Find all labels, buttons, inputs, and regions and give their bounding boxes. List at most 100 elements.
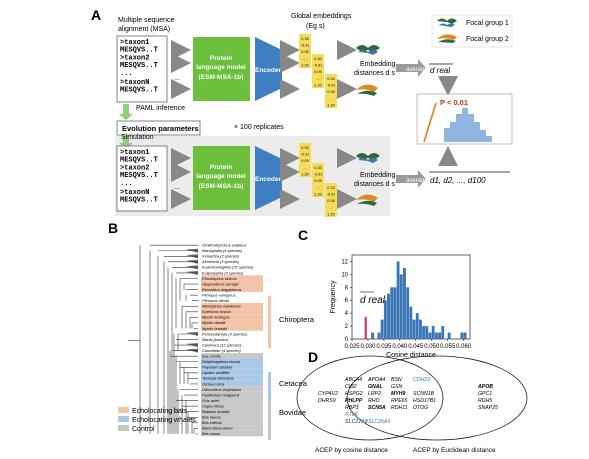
histogram-bar — [380, 319, 384, 339]
histogram-bar — [371, 332, 375, 339]
panel-a-label: A — [91, 7, 101, 23]
embedding-value: 1.20 — [327, 212, 334, 216]
gene-label: LRP2 — [368, 391, 381, 397]
taxon-label: Physeter catodon — [202, 365, 232, 370]
embedding-value: ... — [316, 77, 319, 81]
taxon-label: Pteropus alecto — [202, 298, 230, 303]
embedding-value: 0.09 — [314, 70, 321, 74]
taxon-label: Tursiops truncatus — [202, 376, 234, 381]
panel-b-label: B — [108, 220, 118, 236]
plm-box-bottom — [193, 146, 250, 210]
embedding-value: 0.33 — [314, 166, 321, 170]
embedding-vector — [325, 183, 337, 217]
x-tick-label: 0.040 — [392, 344, 408, 350]
embedding-value: 1.20 — [314, 83, 321, 87]
bovidae-label: Bovidae — [279, 408, 306, 417]
y-tick-label: 2 — [345, 324, 349, 330]
plm-line3-bottom: (ESM-MSA-1b) — [199, 183, 244, 190]
venn-left — [296, 355, 444, 441]
gene-label: HSPG2 — [345, 391, 363, 397]
taxon-label: Sus scrofa — [202, 354, 221, 359]
gene-label: OTOG — [413, 405, 428, 411]
embedding-value: -0.91 — [327, 84, 336, 88]
gene-label: APOB — [477, 384, 493, 390]
embedding-value: 0.09 — [314, 179, 321, 183]
legend-control-label: Control — [132, 426, 155, 433]
y-tick-label: 10 — [341, 272, 348, 278]
seq-name: >taxonN — [120, 79, 149, 87]
plm-box-top — [193, 37, 250, 101]
taxon-highlight — [201, 414, 263, 420]
gene-label: SCNN1B — [413, 391, 435, 397]
embedding-value: ... — [316, 186, 319, 190]
venn-caption-right: ACEP by Euclidean distance — [413, 447, 496, 454]
gene-label: CIB2 — [345, 384, 357, 390]
p-value-label: P < 0.01 — [440, 98, 468, 107]
taxon-highlight — [201, 391, 263, 398]
msa-top-sequences: >taxon1MESQVS..T>taxon2MESQVS..T...>taxo… — [120, 39, 158, 95]
x-axis-label: Cosine distance — [386, 352, 436, 359]
average-label-bottom: average — [406, 178, 428, 184]
embedding-value: -0.91 — [327, 193, 336, 197]
taxon-highlight — [201, 303, 263, 309]
embedding-value: 0.33 — [314, 57, 321, 61]
taxon-label: Rhinolophus sinicus — [202, 276, 237, 281]
gene-label: RBP3 — [345, 405, 359, 411]
plm-line2-bottom: language model — [196, 173, 246, 180]
y-axis-label: Frequency — [330, 280, 337, 314]
embedding-value: ... — [329, 206, 332, 210]
venn-caption-left: ACEP by cosine distance — [315, 447, 388, 454]
embedding-value: 1.20 — [301, 172, 308, 176]
taxon-label: Pteropus vampyrus — [202, 292, 236, 297]
histogram-bar — [441, 326, 445, 339]
x-tick-label: 0.055 — [440, 344, 456, 350]
taxon-label: Xenarthra (2 species) — [201, 254, 240, 259]
taxon-label: Rousettus aegyptiacus — [202, 287, 241, 292]
chiroptera-bar — [268, 296, 271, 348]
taxon-highlight — [201, 397, 263, 403]
embedding-value: 0.33 — [327, 186, 334, 190]
bovidae-bar — [268, 400, 271, 440]
dots: ... — [174, 75, 180, 82]
gene-label: RPE65 — [391, 398, 408, 404]
taxon-highlight — [201, 286, 263, 292]
dots: ... — [174, 184, 180, 191]
gene-label-blue: PJVK — [345, 412, 359, 418]
focal1-icon — [437, 18, 457, 24]
histogram-bar — [403, 267, 406, 339]
taxon-label: Carnivora (12 species) — [202, 342, 242, 347]
taxon-label: Bos indicus — [202, 420, 222, 425]
paml-arrow — [119, 104, 133, 120]
histogram-bar — [383, 300, 387, 339]
taxon-highlight — [201, 369, 263, 376]
taxon-highlight — [201, 358, 263, 365]
group-icons-top — [337, 40, 380, 99]
legend-bats-swatch — [118, 407, 129, 413]
taxon-label: Eptesicus fuscus — [202, 309, 231, 314]
embedding-value: 1.20 — [314, 192, 321, 196]
y-tick-label: 12 — [341, 259, 348, 265]
taxon-highlight — [201, 386, 263, 392]
embedding-value: 0.09 — [301, 159, 308, 163]
plm-line1-bottom: Protein — [210, 164, 232, 171]
taxon-label: Odocoileus virginianus — [202, 387, 241, 392]
taxon-label: Lipotes vexillifer — [202, 370, 230, 375]
seq-name: >taxon2 — [120, 165, 149, 173]
msa-box-bottom — [116, 145, 168, 212]
embedding-value: ... — [303, 57, 306, 61]
d-list-label: d1, d2, ..., d100 — [430, 176, 486, 185]
gene-label: RDH5 — [478, 398, 492, 404]
plm-line3-top: (ESM-MSA-1b) — [199, 74, 244, 81]
taxon-label: Ovis aries — [202, 398, 219, 403]
gene-label: SCN5A — [368, 405, 386, 411]
taxon-highlight — [201, 408, 263, 415]
gene-label: BSN — [391, 377, 402, 383]
evo-params-box — [116, 120, 201, 136]
taxon-label: Euarchontoglires (37 species) — [202, 265, 254, 270]
encoder-label-bottom: Encoder — [255, 176, 281, 183]
taxon-highlight — [201, 402, 263, 409]
seq-name: >taxon1 — [120, 149, 149, 157]
encoder-top — [255, 37, 282, 101]
histogram-bar — [460, 332, 464, 339]
